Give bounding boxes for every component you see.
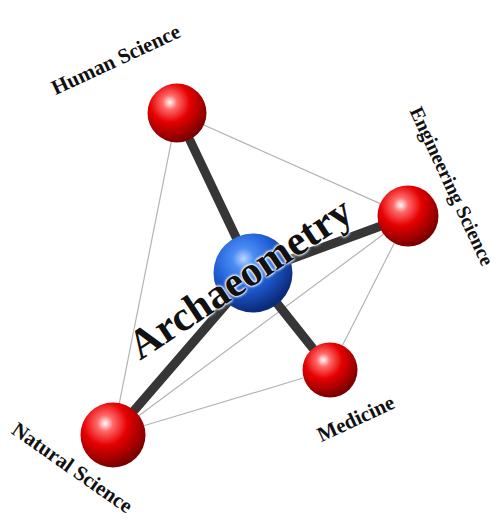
- atom-ball: [378, 186, 439, 247]
- bond-rod: [278, 304, 313, 348]
- edge-line: [145, 378, 304, 425]
- atom-sphere: [80, 402, 146, 468]
- outer-atom: Engineering Science: [377, 185, 439, 247]
- field-label: Medicine: [314, 391, 399, 447]
- edge-line: [343, 244, 394, 345]
- outer-atom: Natural Science: [80, 402, 146, 468]
- outer-atom: Medicine: [302, 342, 358, 398]
- atom-ball: [303, 343, 358, 398]
- atom-ball: [148, 84, 207, 143]
- center-atom: Archaeometry: [213, 233, 293, 313]
- atom-sphere: [147, 83, 207, 143]
- atom-sphere: [377, 185, 439, 247]
- outer-atom: Human Science: [147, 83, 207, 143]
- edge-line: [204, 125, 379, 203]
- atom-ball: [81, 403, 146, 468]
- bond-rod: [190, 140, 236, 237]
- atom-sphere: [302, 342, 358, 398]
